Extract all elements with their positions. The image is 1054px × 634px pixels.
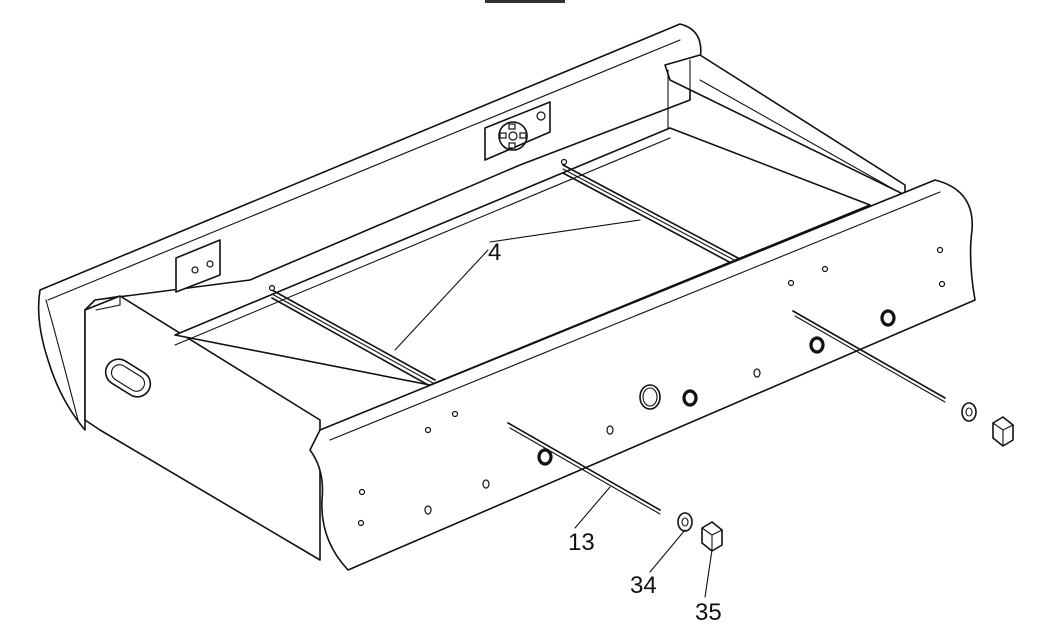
floor-back-edge [174, 137, 671, 346]
top-tab-mark [485, 0, 565, 3]
rear-bracket-center [484, 101, 551, 161]
rear-panel-left-curve [45, 299, 79, 421]
rod-right-lower [794, 315, 946, 403]
right-end-rail [699, 79, 896, 191]
rod-left [507, 422, 661, 511]
callout-35: 35 [695, 599, 722, 626]
nut-left [701, 521, 723, 552]
rod-right [792, 310, 946, 399]
callout-4: 4 [488, 239, 501, 266]
rear-bracket-left [175, 239, 221, 293]
nut-right [992, 416, 1014, 447]
washer-right [961, 402, 977, 422]
washer-left [677, 512, 693, 532]
callout-13: 13 [568, 529, 595, 556]
rear-panel-top-edge [47, 39, 681, 301]
handle-slot [104, 358, 152, 398]
front-panel-top-edge [329, 191, 941, 441]
crossbar-left [268, 284, 436, 387]
right-end-panel [664, 54, 906, 196]
front-panel-holes [357, 246, 946, 527]
left-end-top-lip [94, 295, 121, 311]
crossbar-right [560, 158, 739, 265]
handle-slot-inner [110, 364, 146, 392]
rod-left-lower [509, 427, 661, 515]
front-panel [309, 179, 976, 571]
callout-34: 34 [630, 572, 657, 599]
base-floor [174, 127, 871, 386]
leader-lines [394, 219, 713, 598]
front-panel-grommets [537, 309, 896, 466]
